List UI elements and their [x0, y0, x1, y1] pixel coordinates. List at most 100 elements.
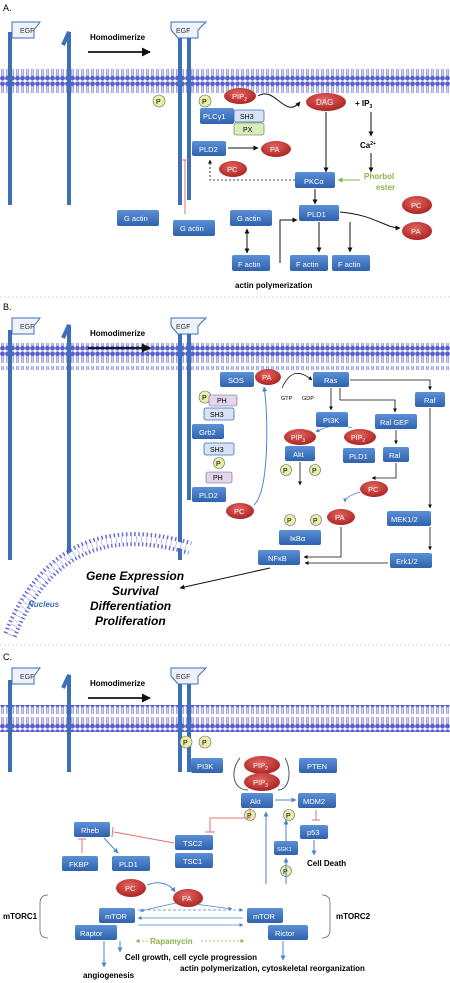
akt-b-label: Akt: [293, 450, 305, 459]
pa-c-ellipse: [173, 889, 203, 907]
gene-expression-label: Gene Expression: [86, 569, 184, 583]
pten-box: [299, 758, 337, 773]
pip2-c-ellipse: [244, 756, 280, 774]
rheb-to-pld1-arrow: [103, 837, 119, 854]
pip3-b-ellipse: [284, 429, 316, 445]
proliferation-label: Proliferation: [95, 614, 166, 628]
pld2-box: [192, 141, 226, 156]
mtor2-box: [247, 908, 283, 923]
phorbol-label-1: Phorbol: [364, 172, 394, 181]
ph2-box: [205, 471, 233, 484]
pip3-c-label: PIP3: [253, 778, 268, 789]
phospho-b-label: P: [202, 395, 207, 402]
grb2-label: Grb2: [199, 428, 216, 437]
sh3b-box: [203, 442, 235, 456]
panel-b: B. EGF EGF Homodimerize SOS PA GTP GDP R…: [0, 302, 450, 646]
pip3-c-ellipse: [244, 773, 280, 791]
egf-b-right: [170, 317, 208, 335]
cell-membrane-c: [0, 705, 450, 732]
sh3-box: [233, 109, 265, 123]
pi3k-b-label: PI3K: [323, 416, 339, 425]
pip2-to-pip3-blue: [315, 425, 353, 433]
rictor-label: Rictor: [275, 929, 295, 938]
pc2-ellipse: [402, 196, 432, 214]
ral-to-pld1-arrow: [371, 463, 397, 480]
gtp-label: GTP: [281, 396, 293, 402]
px-box: [233, 122, 265, 136]
phospho-ikba-2: [310, 514, 322, 526]
tsc2-inhibit-rheb: [113, 831, 175, 844]
raptor-box: [75, 925, 117, 940]
pa-c-label: PA: [182, 894, 191, 903]
pld2-b-box: [192, 487, 226, 502]
phospho-c-akt-2: [283, 809, 295, 821]
mtor1-box: [99, 908, 135, 923]
pip2-c-label: PIP2: [253, 761, 268, 772]
phospho-right-label: P: [202, 99, 207, 106]
egf-c-left: [11, 667, 41, 685]
erk-box: [390, 553, 432, 568]
phospho-akt-2-label: P: [312, 468, 317, 475]
sh3b-label: SH3: [210, 447, 224, 454]
pip2-b-ellipse: [344, 429, 376, 445]
pa2-ellipse: [402, 222, 432, 240]
egf-right-label: EGF: [176, 28, 190, 35]
sgk1-label: SGK1: [277, 847, 292, 853]
pkc-to-pld2-dashed: [208, 159, 295, 181]
pc1-label: PC: [227, 165, 238, 174]
gactin2-label: G actin: [180, 224, 204, 233]
actin-polymerization-label: actin polymerization: [235, 281, 312, 290]
pa-to-mtor2-arrow: [194, 903, 233, 911]
ras-to-raf-arrow: [350, 379, 432, 391]
pld1-b-box: [343, 448, 375, 463]
gactin3-box: [230, 210, 272, 226]
tsc2-label: TSC2: [183, 839, 202, 848]
p53-box: [300, 825, 328, 839]
mtorc1-label: mTORC1: [3, 912, 38, 921]
phorbol-label-2: ester: [376, 183, 395, 192]
phospho-c-akt-2-label: P: [286, 813, 291, 820]
phospho-ikba-2-label: P: [313, 518, 318, 525]
rapamycin-label: Rapamycin: [150, 937, 193, 946]
pc-b1-label: PC: [234, 507, 245, 516]
pip2-ellipse: [224, 88, 256, 104]
phospho-akt-1-label: P: [283, 468, 288, 475]
pip2-to-dag-arrow: [257, 93, 301, 108]
survival-label: Survival: [112, 584, 159, 598]
homodimerize-c-label: Homodimerize: [90, 679, 146, 688]
receptor-b-left-2: [61, 324, 71, 560]
sh3a-box: [203, 407, 235, 421]
pc-to-pa-blue: [253, 386, 268, 506]
akt-c-box: [241, 793, 273, 808]
mtorc1-brace: [39, 894, 49, 939]
pld1-c-label: PLD1: [119, 860, 138, 869]
egf-left-label: EGF: [20, 28, 34, 35]
pc-c-label: PC: [125, 884, 136, 893]
ras-label: Ras: [324, 376, 338, 385]
pc1-ellipse: [219, 161, 247, 177]
pa2-label: PA: [411, 227, 420, 236]
ip3-label: + IP3: [355, 99, 372, 110]
pa1-ellipse: [261, 141, 291, 157]
factin1-label: F actin: [238, 260, 261, 269]
ikba-box: [279, 530, 321, 545]
pld2-label: PLD2: [199, 145, 218, 154]
pip-bracket-right: [277, 757, 290, 791]
egf-c-right: [170, 667, 208, 685]
pld2-b-label: PLD2: [199, 491, 218, 500]
mtor2-label: mTOR: [253, 912, 276, 921]
sh3a-label: SH3: [210, 412, 224, 419]
nfkb-to-nucleus-arrow: [179, 567, 271, 590]
ph1-label: PH: [217, 398, 227, 405]
pld1-box: [299, 205, 339, 221]
pip3-b-label: PIP3: [291, 435, 305, 444]
pc-b2-label: PC: [368, 485, 379, 494]
egf-b-right-label: EGF: [176, 324, 190, 331]
panel-a: A. EGF EGF Homodimerize P P PLCγ1 SH3 PX…: [0, 3, 450, 298]
panel-c: C. EGF EGF Homodimerize P P PI3K PIP2 PI…: [0, 652, 450, 980]
mtorc2-brace: [321, 894, 331, 939]
pa-b2-label: PA: [335, 513, 344, 522]
ral-box: [383, 447, 409, 462]
panel-b-letter: B.: [3, 302, 12, 312]
